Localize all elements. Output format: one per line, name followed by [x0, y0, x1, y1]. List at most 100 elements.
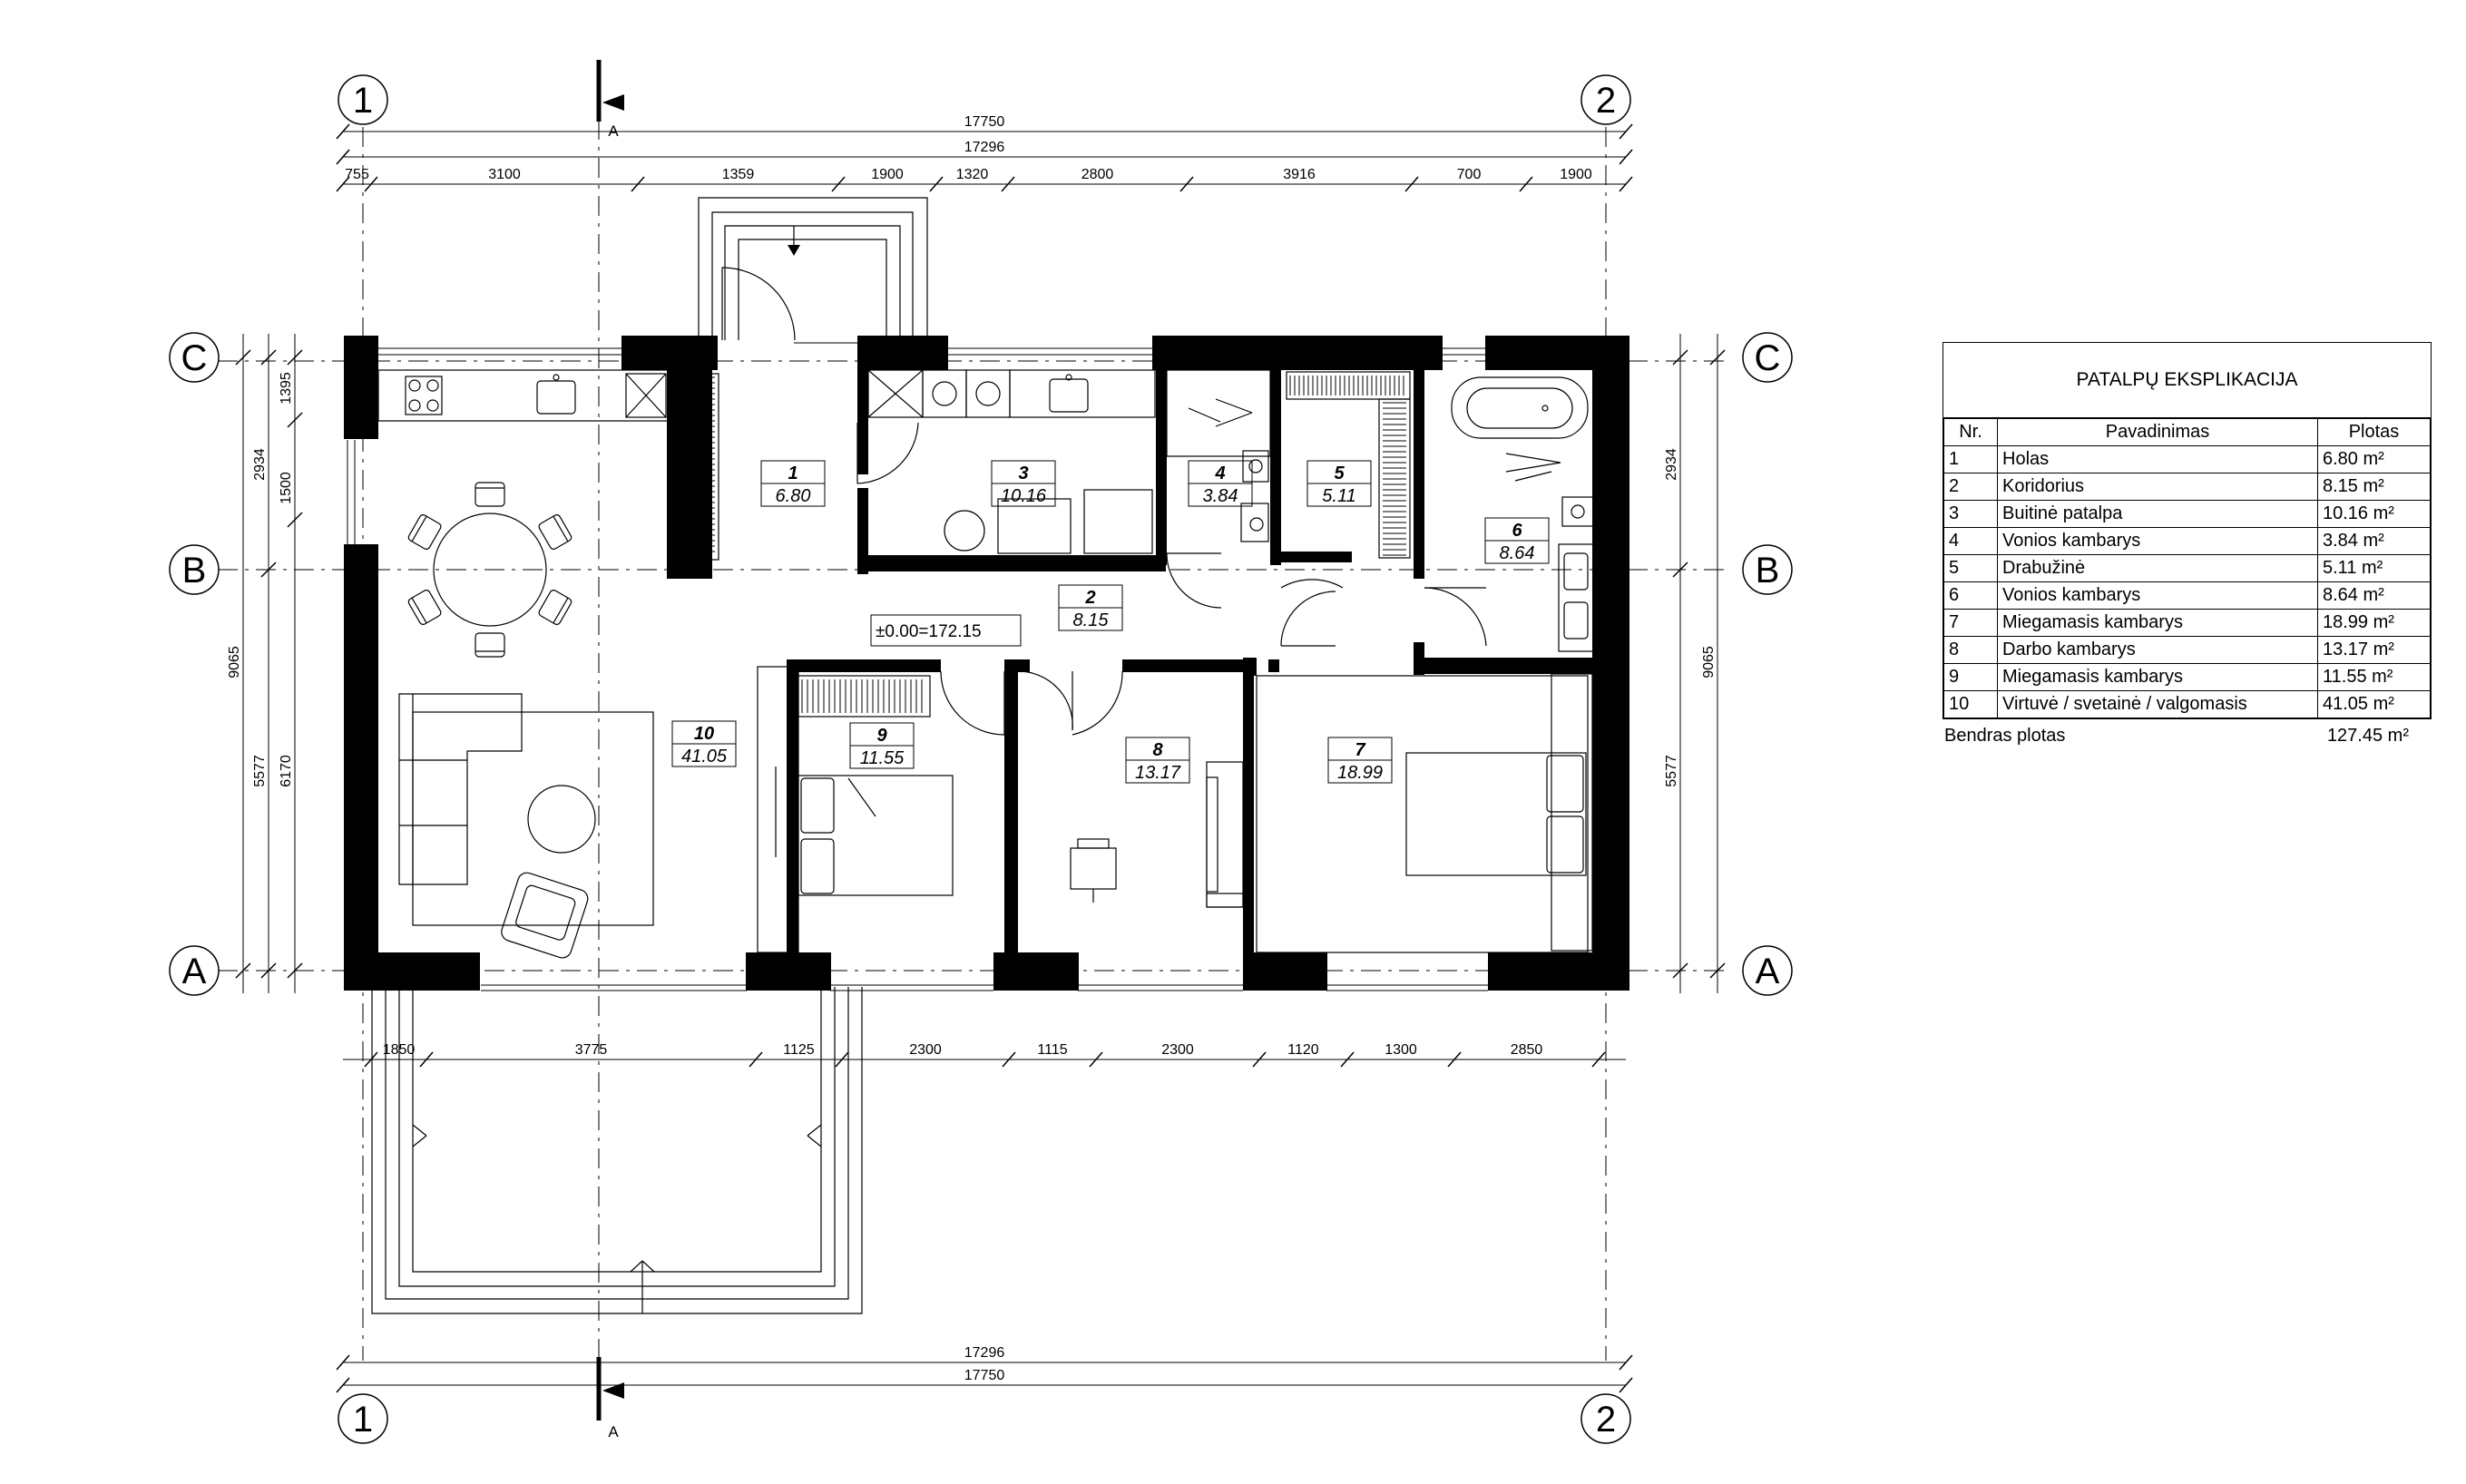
schedule-cell-nr: 9	[1943, 663, 1998, 691]
schedule-cell-area: 41.05 m²	[2317, 690, 2431, 718]
svg-text:A: A	[182, 952, 207, 991]
dim-bottom-segment: 1115	[1037, 1042, 1067, 1058]
schedule-cell-name: Virtuvė / svetainė / valgomasis	[1997, 690, 2318, 718]
room-number: 8	[1152, 740, 1163, 760]
study-furniture	[1070, 761, 1244, 908]
schedule-title: PATALPŲ EKSPLIKACIJA	[1943, 343, 2431, 418]
sofa-set	[398, 693, 654, 959]
dim-right-2934: 2934	[1664, 448, 1679, 481]
grid-lines	[218, 82, 1724, 1415]
room-label-4: 43.84	[1188, 460, 1253, 507]
room-number: 3	[1018, 464, 1028, 483]
dim-top-17750: 17750	[964, 114, 1005, 130]
dining-set	[407, 482, 572, 658]
svg-text:1: 1	[353, 81, 373, 121]
dim-right-9065: 9065	[1701, 646, 1717, 679]
axis-1-top: 1	[338, 74, 388, 125]
room-label-8: 813.17	[1125, 737, 1190, 784]
dim-top-segment: 1900	[1560, 167, 1592, 182]
axis-a-left: A	[169, 945, 220, 996]
doors	[856, 422, 1487, 736]
svg-text:A: A	[1756, 952, 1780, 991]
room-number: 4	[1214, 464, 1225, 483]
schedule-cell-area: 10.16 m²	[2317, 500, 2431, 528]
section-mark-top: A	[596, 60, 624, 140]
schedule-cell-name: Drabužinė	[1997, 554, 2318, 582]
schedule-cell-area: 8.15 m²	[2317, 473, 2431, 501]
room-area: 41.05	[681, 747, 728, 766]
schedule-cell-area: 8.64 m²	[2317, 581, 2431, 610]
axis-b-left: B	[169, 544, 220, 595]
schedule-cell-nr: 10	[1943, 690, 1998, 718]
schedule-cell-nr: 7	[1943, 609, 1998, 637]
wardrobe-closet	[1286, 371, 1411, 559]
room-number: 7	[1355, 740, 1365, 760]
dim-left-1500: 1500	[279, 472, 294, 504]
schedule-cell-name: Miegamasis kambarys	[1997, 663, 2318, 691]
room-number: 2	[1084, 588, 1095, 608]
schedule-cell-area: 18.99 m²	[2317, 609, 2431, 637]
schedule-cell-name: Buitinė patalpa	[1997, 500, 2318, 528]
laundry-furniture	[867, 369, 1156, 554]
bedroom-7-furniture	[1256, 673, 1593, 953]
dim-top-segment: 755	[345, 167, 369, 182]
dim-top-segment: 1320	[956, 167, 989, 182]
room-label-3: 310.16	[991, 460, 1056, 507]
dim-left-5577: 5577	[252, 755, 268, 787]
dim-bottom-segment: 2300	[909, 1042, 942, 1058]
schedule-cell-name: Vonios kambarys	[1997, 581, 2318, 610]
schedule-cell-name: Holas	[1997, 445, 2318, 474]
room-label-6: 68.64	[1484, 517, 1550, 564]
axis-c-right: C	[1742, 332, 1793, 383]
room-number: 6	[1512, 521, 1522, 541]
dim-bottom-segment: 2300	[1161, 1042, 1194, 1058]
total-value: 127.45 m²	[2326, 726, 2409, 746]
room-label-5: 55.11	[1306, 460, 1372, 507]
axis-c-left: C	[169, 332, 220, 383]
dim-left-6170: 6170	[279, 755, 294, 787]
kitchen-counter	[377, 369, 670, 422]
schedule-cell-nr: 2	[1943, 473, 1998, 501]
level-mark: ±0.00=172.15	[870, 614, 1022, 647]
wardrobe-hall	[681, 373, 719, 561]
dim-top-segment: 3100	[488, 167, 521, 182]
svg-text:A: A	[608, 1423, 619, 1440]
windows	[347, 342, 1488, 991]
room-number: 10	[694, 724, 714, 744]
dim-bottom-segment: 3775	[575, 1042, 608, 1058]
axis-markers: 1 2 1 2 C B A C B A	[169, 74, 1793, 1444]
svg-text:2: 2	[1596, 1400, 1616, 1440]
room-label-2: 28.15	[1058, 584, 1123, 631]
room-label-10: 10 41.05	[671, 720, 737, 767]
dim-top-segment: 1900	[871, 167, 904, 182]
total-area-row: Bendras plotas 127.45 m²	[1944, 726, 2416, 747]
dim-bottom-17750: 17750	[964, 1368, 1005, 1383]
room-number: 9	[876, 726, 887, 746]
axis-b-right: B	[1742, 544, 1793, 595]
schedule-cell-name: Darbo kambarys	[1997, 636, 2318, 664]
room-area: 18.99	[1337, 763, 1383, 783]
schedule-cell-nr: 6	[1943, 581, 1998, 610]
dim-bottom-segment: 1300	[1385, 1042, 1417, 1058]
schedule-cell-area: 6.80 m²	[2317, 445, 2431, 474]
schedule-cell-area: 5.11 m²	[2317, 554, 2431, 582]
room-area: 6.80	[776, 486, 811, 506]
svg-text:C: C	[1755, 338, 1781, 378]
svg-text:B: B	[182, 551, 207, 591]
room-label-7: 718.99	[1327, 737, 1393, 784]
room-number: 5	[1334, 464, 1345, 483]
bedroom-9-furniture	[757, 666, 954, 953]
dim-bottom-segment: 1125	[783, 1042, 815, 1058]
axis-2-top: 2	[1580, 74, 1631, 125]
axis-1-bottom: 1	[338, 1393, 388, 1444]
schedule-cell-name: Koridorius	[1997, 473, 2318, 501]
terrace	[371, 987, 863, 1314]
